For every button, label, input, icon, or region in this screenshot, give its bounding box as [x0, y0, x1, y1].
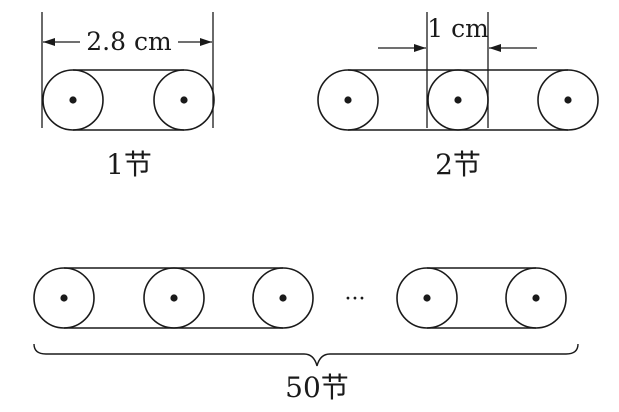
chain-ring — [153, 69, 215, 131]
fifty-section-figure: ··· 50节 — [33, 267, 579, 404]
ring-center-dot — [344, 96, 352, 104]
chain-ring — [42, 69, 104, 131]
ring-center-dot — [454, 96, 462, 104]
chain-ring — [33, 267, 95, 329]
ellipsis: ··· — [345, 287, 366, 312]
ring-center-dot — [423, 294, 431, 302]
ring-center-dot — [69, 96, 77, 104]
ring-center-dot — [180, 96, 188, 104]
gap-arrowhead-right — [489, 44, 501, 52]
ring-center-dot — [532, 294, 540, 302]
chain-ring — [252, 267, 314, 329]
ring-center-dot — [279, 294, 287, 302]
chain-ring — [537, 69, 599, 131]
width-arrowhead-left — [43, 38, 55, 46]
chain-ring — [505, 267, 567, 329]
total-length-brace — [33, 343, 579, 367]
ring-center-dot — [60, 294, 68, 302]
ring-center-dot — [170, 294, 178, 302]
caption-one-section: 1节 — [106, 148, 152, 181]
chain-ring — [396, 267, 458, 329]
width-arrowhead-right — [200, 38, 212, 46]
chain-ring — [427, 69, 489, 131]
one-section-figure: 2.8 cm 1节 — [41, 12, 215, 181]
chain-ring — [143, 267, 205, 329]
width-measure-label: 2.8 cm — [86, 27, 172, 56]
chain-ring — [317, 69, 379, 131]
gap-measure-label: 1 cm — [427, 14, 489, 43]
caption-fifty-sections: 50节 — [285, 371, 349, 404]
caption-two-sections: 2节 — [435, 148, 481, 181]
two-section-figure: 1 cm 2节 — [317, 12, 599, 181]
ring-center-dot — [564, 96, 572, 104]
gap-arrowhead-left — [414, 44, 426, 52]
